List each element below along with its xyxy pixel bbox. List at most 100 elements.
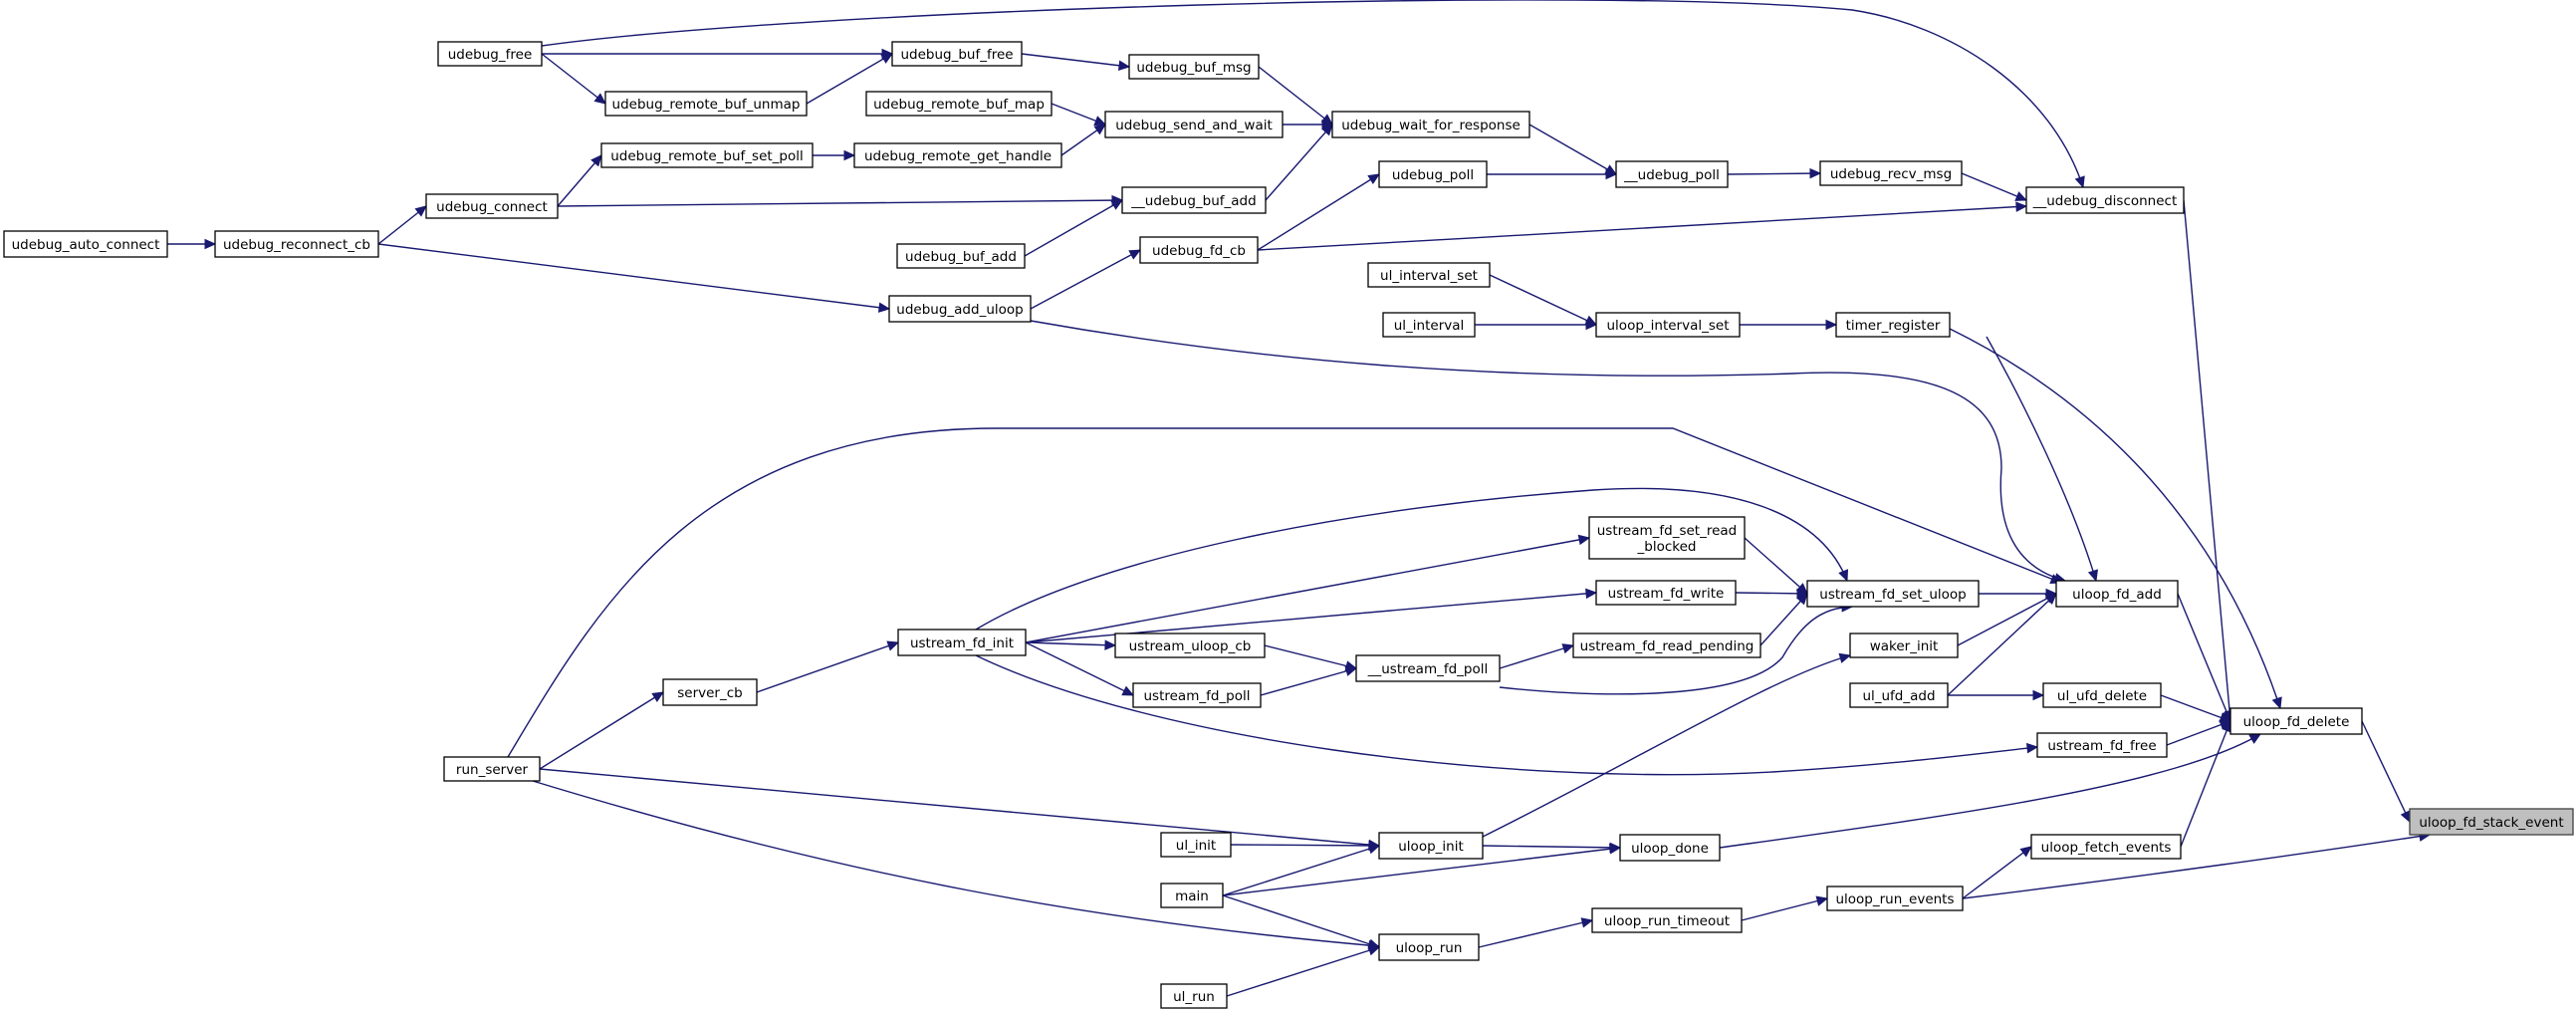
node-read-pending[interactable]: ustream_fd_read_pending — [1572, 633, 1761, 658]
arrowhead — [1825, 319, 1838, 331]
edge-buf_add2-to-wait_resp — [1265, 124, 1333, 201]
node-buf-add[interactable]: udebug_buf_add — [896, 243, 1026, 269]
node-set-uloop[interactable]: ustream_fd_set_uloop — [1806, 580, 1980, 608]
node-label: uloop_init — [1398, 839, 1464, 855]
node-timer-register[interactable]: timer_register — [1835, 312, 1951, 338]
node-run-server[interactable]: run_server — [443, 756, 541, 782]
node-buf-free[interactable]: udebug_buf_free — [891, 41, 1023, 67]
node-remote-unmap[interactable]: udebug_remote_buf_unmap — [604, 91, 808, 117]
node-run-events[interactable]: uloop_run_events — [1826, 886, 1964, 911]
node-udebug-free[interactable]: udebug_free — [437, 41, 543, 67]
node-recv-msg[interactable]: udebug_recv_msg — [1819, 160, 1963, 186]
edge-line — [1030, 320, 2066, 582]
node-label: udebug_recv_msg — [1830, 166, 1952, 182]
node-interval-set[interactable]: uloop_interval_set — [1595, 312, 1741, 338]
edge-line — [1727, 172, 1821, 175]
node-udebug-poll[interactable]: udebug_poll — [1378, 160, 1488, 188]
node-label: udebug_buf_msg — [1136, 60, 1251, 76]
node-root[interactable]: uloop_fd_stack_event — [2409, 808, 2574, 836]
node-ul-ufd-delete[interactable]: ul_ufd_delete — [2042, 682, 2162, 708]
edge-uloop_done-to-fd_delete — [1719, 733, 2262, 849]
node-main[interactable]: main — [1160, 883, 1224, 908]
node-label: udebug_auto_connect — [12, 237, 160, 253]
node-label: ustream_fd_read_pending — [1580, 638, 1755, 654]
node-box — [2055, 580, 2179, 608]
node-uloop-done[interactable]: uloop_done — [1619, 834, 1721, 862]
node-disconnect[interactable]: __udebug_disconnect — [2025, 186, 2185, 214]
node-waker-init[interactable]: waker_init — [1849, 633, 1959, 658]
node-udebug-poll2[interactable]: __udebug_poll — [1615, 160, 1729, 188]
node-buf-add2[interactable]: __udebug_buf_add — [1121, 186, 1267, 214]
node-label: udebug_add_uloop — [896, 302, 1023, 318]
node-remote-set-poll[interactable]: udebug_remote_buf_set_poll — [600, 142, 814, 168]
edge-line — [1947, 593, 2057, 696]
node-fd-add[interactable]: uloop_fd_add — [2055, 580, 2179, 608]
node-remote-map[interactable]: udebug_remote_buf_map — [865, 91, 1053, 117]
node-set-read-blocked[interactable]: ustream_fd_set_read_blocked — [1588, 516, 1746, 560]
node-box — [3, 230, 168, 258]
node-buf-msg[interactable]: udebug_buf_msg — [1128, 54, 1260, 80]
edge-main-to-uloop_run — [1222, 894, 1381, 949]
node-label: ul_run — [1173, 989, 1215, 1005]
call-graph-edges — [167, 0, 2432, 997]
node-box — [1160, 883, 1224, 908]
node-label: uloop_done — [1631, 841, 1709, 857]
node-ul-ufd-add[interactable]: ul_ufd_add — [1849, 682, 1949, 708]
node-ul-run[interactable]: ul_run — [1160, 983, 1228, 1009]
node-add-uloop[interactable]: udebug_add_uloop — [888, 295, 1032, 323]
node-box — [2036, 732, 2168, 758]
node-box — [1849, 633, 1959, 658]
edge-line — [1030, 249, 1141, 310]
edge-line — [1024, 199, 1123, 257]
node-fd-delete[interactable]: uloop_fd_delete — [2229, 707, 2363, 735]
node-reconnect-cb[interactable]: udebug_reconnect_cb — [214, 230, 379, 258]
node-udebug-connect[interactable]: udebug_connect — [425, 193, 559, 219]
edge-line — [1741, 897, 1828, 921]
edge-run_timeout-to-run_events — [1741, 895, 1829, 921]
node-fd-write[interactable]: ustream_fd_write — [1595, 580, 1737, 606]
node-wait-resp[interactable]: udebug_wait_for_response — [1331, 111, 1530, 138]
node-ul-interval[interactable]: ul_interval — [1382, 312, 1476, 338]
edge-line — [1222, 894, 1380, 948]
arrowhead — [1838, 652, 1852, 663]
node-send-wait[interactable]: udebug_send_and_wait — [1104, 111, 1284, 138]
edge-line — [539, 768, 1380, 847]
node-server-cb[interactable]: server_cb — [662, 678, 758, 706]
arrowhead — [1585, 319, 1598, 331]
edge-fetch_events-to-fd_delete — [2180, 719, 2232, 848]
edge-ul_ufd_add-to-fd_add — [1947, 593, 2057, 696]
node-remote-get-handle[interactable]: udebug_remote_get_handle — [853, 142, 1062, 168]
edge-udebug_free-to-remote_unmap — [541, 53, 606, 105]
node-fd-poll[interactable]: ustream_fd_poll — [1132, 682, 1262, 708]
edge-line — [1025, 592, 1597, 643]
edge-remote_unmap-to-buf_free — [806, 53, 894, 105]
node-auto-connect[interactable]: udebug_auto_connect — [3, 230, 168, 258]
node-fd-poll2[interactable]: __ustream_fd_poll — [1355, 654, 1501, 682]
edge-line — [2160, 694, 2231, 722]
edge-line — [2180, 720, 2231, 848]
arrowhead — [1093, 116, 1107, 127]
node-fetch-events[interactable]: uloop_fetch_events — [2030, 834, 2182, 860]
arrowhead — [204, 238, 217, 250]
arrowhead — [1608, 844, 1622, 855]
node-run-timeout[interactable]: uloop_run_timeout — [1591, 907, 1743, 933]
node-fd-init[interactable]: ustream_fd_init — [897, 629, 1027, 656]
node-box — [1382, 312, 1476, 338]
node-uloop-cb[interactable]: ustream_uloop_cb — [1114, 633, 1266, 658]
node-ustream-fd-free[interactable]: ustream_fd_free — [2036, 732, 2168, 758]
arrowhead — [2271, 696, 2282, 710]
node-ul-init[interactable]: ul_init — [1160, 832, 1232, 858]
node-uloop-init[interactable]: uloop_init — [1378, 832, 1484, 860]
node-ul-interval-set[interactable]: ul_interval_set — [1367, 262, 1491, 288]
node-box — [1367, 262, 1491, 288]
edge-line — [1949, 328, 2281, 709]
edge-ul_interval_set-to-interval_set — [1489, 274, 1598, 326]
edge-auto_connect-to-reconnect_cb — [167, 238, 217, 250]
node-fd-cb[interactable]: udebug_fd_cb — [1139, 236, 1259, 264]
node-label: udebug_connect — [436, 199, 548, 215]
node-uloop-run[interactable]: uloop_run — [1378, 933, 1480, 961]
node-box — [888, 295, 1032, 323]
node-box — [1595, 312, 1741, 338]
node-box — [425, 193, 559, 219]
edge-line — [541, 53, 606, 105]
